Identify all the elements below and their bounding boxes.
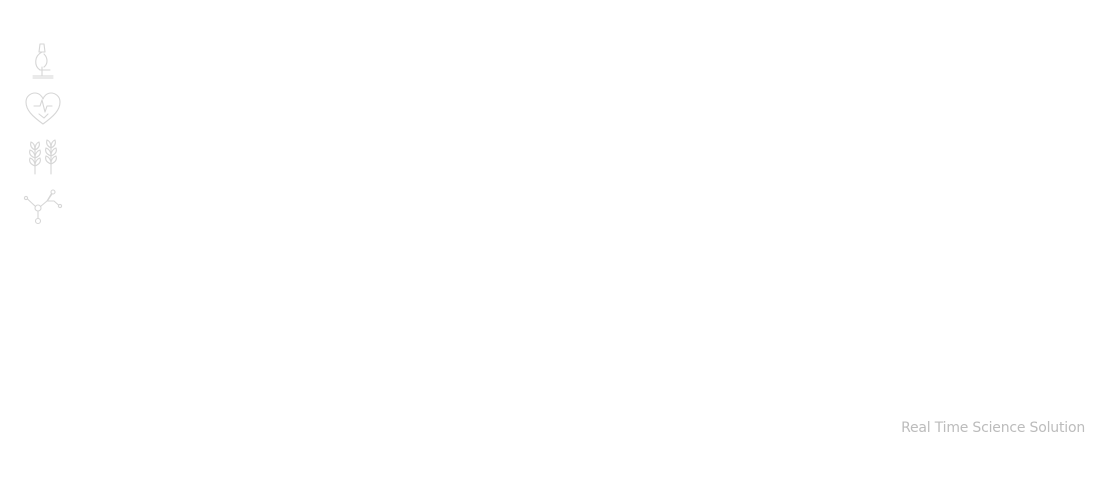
microscope-icon [22,40,64,82]
category-icon-list [22,40,66,226]
wheat-icon [22,136,64,178]
molecule-icon [22,184,64,226]
brand-tagline: Real Time Science Solution [901,420,1085,436]
heart-pulse-icon [22,88,64,130]
